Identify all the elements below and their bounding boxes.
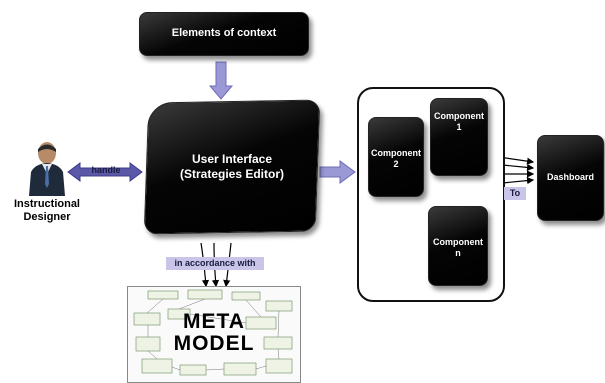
component-1-number: 1 xyxy=(456,122,462,133)
component-1-label: Component xyxy=(434,111,484,121)
actor-label-line-2: Designer xyxy=(23,211,71,224)
in-accordance-with-label: in accordance with xyxy=(166,257,264,270)
elements-of-context-box: Elements of context xyxy=(139,12,309,56)
instructional-designer-label: Instructional Designer xyxy=(8,198,86,224)
user-interface-title: User Interface xyxy=(191,152,272,167)
strategies-editor-subtitle: (Strategies Editor) xyxy=(180,167,284,181)
person-icon xyxy=(29,142,65,196)
metamodel-title-line-2: MODEL xyxy=(173,332,255,356)
component-1-box: Component 1 xyxy=(430,98,488,176)
component-n-box: Component n xyxy=(428,206,488,286)
ui-to-components-arrow xyxy=(319,160,356,184)
to-label: To xyxy=(504,187,526,200)
metamodel-diagram: META MODEL xyxy=(127,286,301,383)
elements-of-context-label: Elements of context xyxy=(171,27,277,40)
component-2-box: Component 2 xyxy=(368,117,424,197)
component-n-number: n xyxy=(455,248,461,259)
component-2-number: 2 xyxy=(393,159,399,170)
component-n-label: Component xyxy=(433,237,483,247)
context-to-ui-arrow xyxy=(208,61,234,100)
handle-label: handle xyxy=(91,165,121,175)
component-2-label: Component xyxy=(371,148,421,158)
metamodel-title-line-1: META xyxy=(183,310,245,333)
user-interface-box: User Interface (Strategies Editor) xyxy=(143,99,321,235)
metamodel-sketch xyxy=(133,289,293,376)
metamodel-title: META MODEL xyxy=(128,310,300,356)
dashboard-box: Dashboard xyxy=(537,135,604,221)
dashboard-label: Dashboard xyxy=(546,172,594,183)
actor-label-line-1: Instructional xyxy=(13,198,80,210)
